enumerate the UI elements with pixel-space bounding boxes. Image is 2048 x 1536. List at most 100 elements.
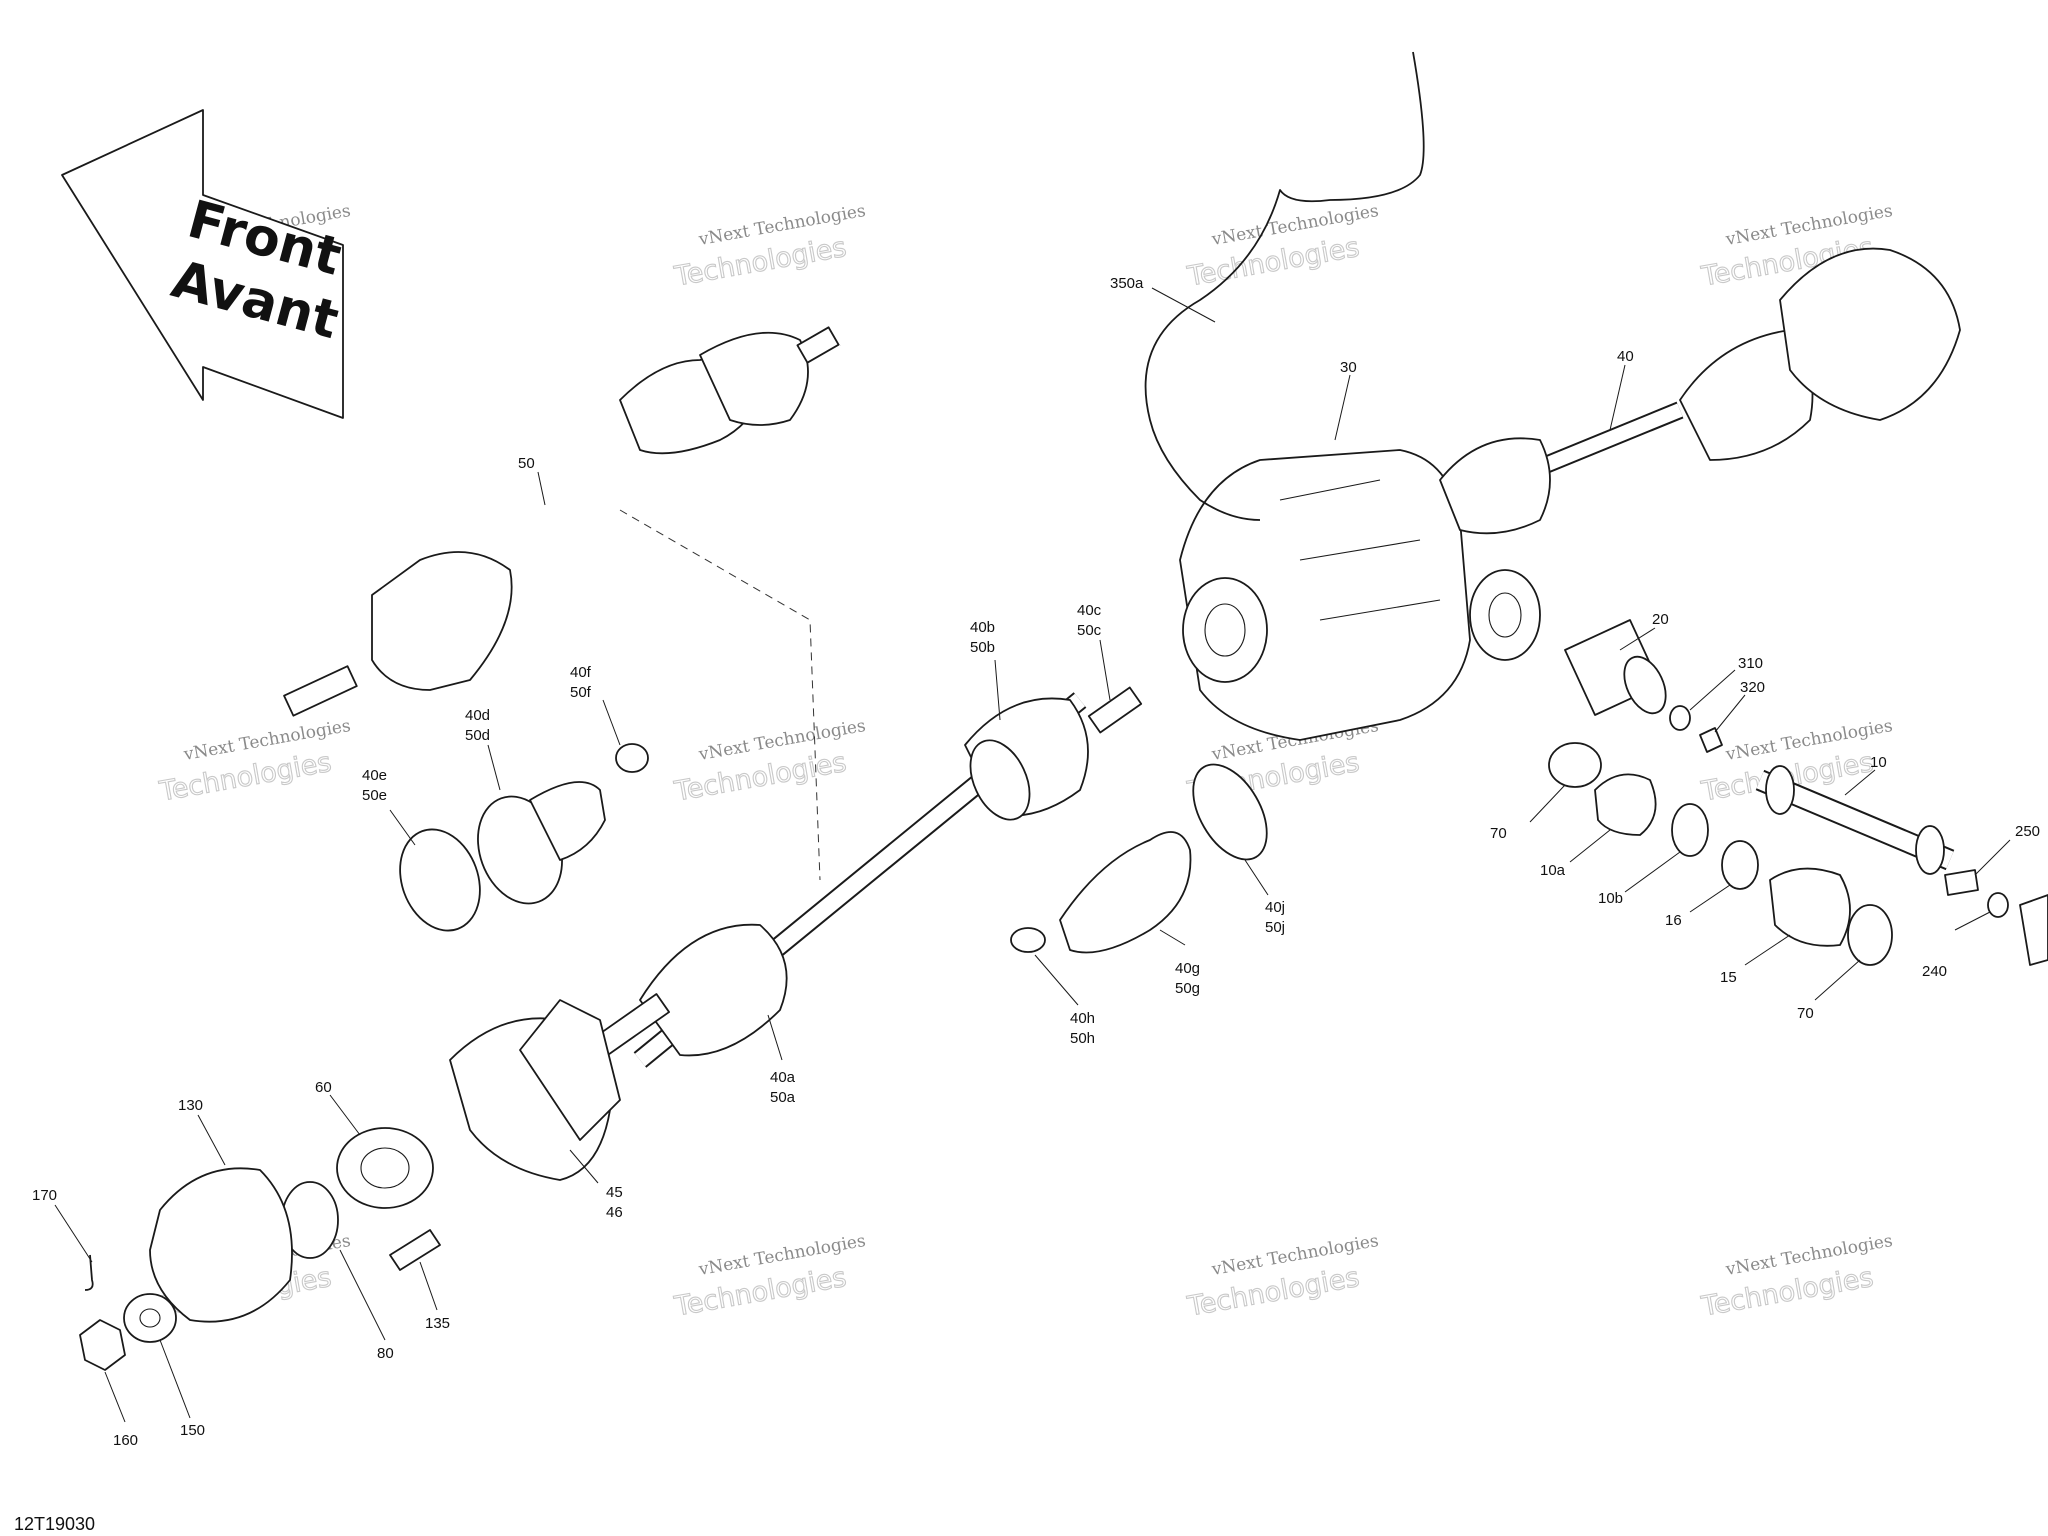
leader-40f	[602, 699, 621, 746]
callout-40d: 40d	[465, 707, 490, 724]
leader-30	[1334, 374, 1351, 441]
callout-240: 240	[1922, 963, 1947, 980]
callout-40a: 40a	[770, 1069, 796, 1086]
callout-10b: 10b	[1598, 890, 1623, 907]
callout-50f: 50f	[570, 684, 592, 701]
clamp-70-lower	[1847, 904, 1893, 966]
leader-150	[159, 1339, 191, 1419]
watermark: Technologies vNext Technologies	[156, 716, 352, 808]
shaft-spline-right	[1915, 825, 1945, 875]
callout-50e: 50e	[362, 787, 387, 804]
drive-shaft-50	[283, 326, 845, 717]
sleeve-end	[1623, 655, 1667, 715]
watermark-outline: Technologies	[672, 1262, 849, 1323]
callout-40g: 40g	[1175, 960, 1200, 977]
castle-nut-160	[79, 1319, 126, 1371]
callout-50d: 50d	[465, 727, 490, 744]
callout-310: 310	[1738, 655, 1763, 672]
washer-150	[123, 1293, 177, 1343]
right-port-bearing	[1488, 592, 1522, 638]
leader-240	[1954, 911, 1991, 931]
clamp-40f	[615, 743, 649, 773]
leader-10b	[1624, 851, 1681, 893]
callout-40: 40	[1617, 348, 1634, 365]
inner-spline	[283, 665, 358, 717]
right-drive-shaft	[1439, 247, 1961, 535]
callout-40e: 40e	[362, 767, 387, 784]
shaft-spline-left	[1765, 765, 1795, 815]
right-output-port	[1469, 569, 1541, 661]
outer-spline	[796, 326, 840, 364]
leader-320	[1714, 694, 1746, 733]
leader-70-upper	[1529, 784, 1566, 823]
inner-cv-joint	[371, 551, 513, 691]
leader-310	[1689, 669, 1736, 711]
washer-310	[1669, 705, 1691, 731]
callout-50j: 50j	[1265, 919, 1285, 936]
callout-40c: 40c	[1077, 602, 1102, 619]
leader-10	[1844, 769, 1876, 796]
watermark-outline: Technologies	[672, 747, 849, 808]
leader-40a	[767, 1014, 783, 1061]
leader-40e	[389, 809, 416, 846]
stud-135	[389, 1229, 441, 1271]
boot-40d-neck	[529, 781, 606, 861]
watermark: Technologies vNext Technologies	[671, 716, 867, 808]
ring-10b	[1671, 803, 1709, 857]
arrow-outline	[61, 109, 344, 419]
leader-350a	[1151, 287, 1216, 323]
leader-70-lower	[1814, 959, 1861, 1001]
callout-50b: 50b	[970, 639, 995, 656]
leader-250	[1974, 839, 2011, 876]
differential-30	[1179, 449, 1541, 741]
document-id: 12T19030	[14, 1514, 95, 1534]
cv-ring-40b	[969, 739, 1031, 821]
callout-150: 150	[180, 1422, 205, 1439]
callout-170: 170	[32, 1187, 57, 1204]
callout-46: 46	[606, 1204, 623, 1221]
outer-cv-housing	[699, 331, 809, 426]
leader-170	[54, 1204, 93, 1263]
watermark: Technologies vNext Technologies	[671, 201, 867, 293]
outer-cv-joint-40a	[639, 923, 788, 1057]
watermark-outline: Technologies	[1185, 1262, 1362, 1323]
washer-150-hole	[139, 1308, 161, 1328]
clamp-40h	[1010, 927, 1046, 953]
callout-80: 80	[377, 1345, 394, 1362]
callout-50c: 50c	[1077, 622, 1102, 639]
callout-50a: 50a	[770, 1089, 796, 1106]
leader-10a	[1569, 829, 1611, 863]
right-knuckle	[1779, 247, 1961, 421]
leader-45	[569, 1149, 599, 1184]
callout-70-lower: 70	[1797, 1005, 1814, 1022]
leader-160	[104, 1371, 126, 1423]
callout-130: 130	[178, 1097, 203, 1114]
callout-250: 250	[2015, 823, 2040, 840]
leader-40g	[1159, 929, 1186, 946]
callout-50g: 50g	[1175, 980, 1200, 997]
bolt-320	[1699, 727, 1723, 753]
watermark: Technologies vNext Technologies	[1184, 201, 1380, 293]
watermark: Technologies vNext Technologies	[1184, 1231, 1380, 1323]
sleeve-20	[1564, 619, 1667, 716]
watermark-outline: Technologies	[1699, 1262, 1876, 1323]
callout-45: 45	[606, 1184, 623, 1201]
boot-40g	[1059, 831, 1192, 954]
callout-320: 320	[1740, 679, 1765, 696]
leader-135	[419, 1261, 438, 1311]
leader-16	[1689, 884, 1731, 913]
clamp-40j	[1192, 763, 1268, 861]
washer-240	[1987, 892, 2009, 918]
watermark-outline: Technologies	[672, 232, 849, 293]
callout-40j: 40j	[1265, 899, 1285, 916]
callout-40h: 40h	[1070, 1010, 1095, 1027]
callout-135: 135	[425, 1315, 450, 1332]
drive-shaft-40	[590, 686, 1143, 1068]
callout-350a: 350a	[1110, 275, 1144, 292]
watermark-outline: Technologies	[157, 747, 334, 808]
leader-40h	[1034, 954, 1079, 1006]
callout-16: 16	[1665, 912, 1682, 929]
callout-60: 60	[315, 1079, 332, 1096]
